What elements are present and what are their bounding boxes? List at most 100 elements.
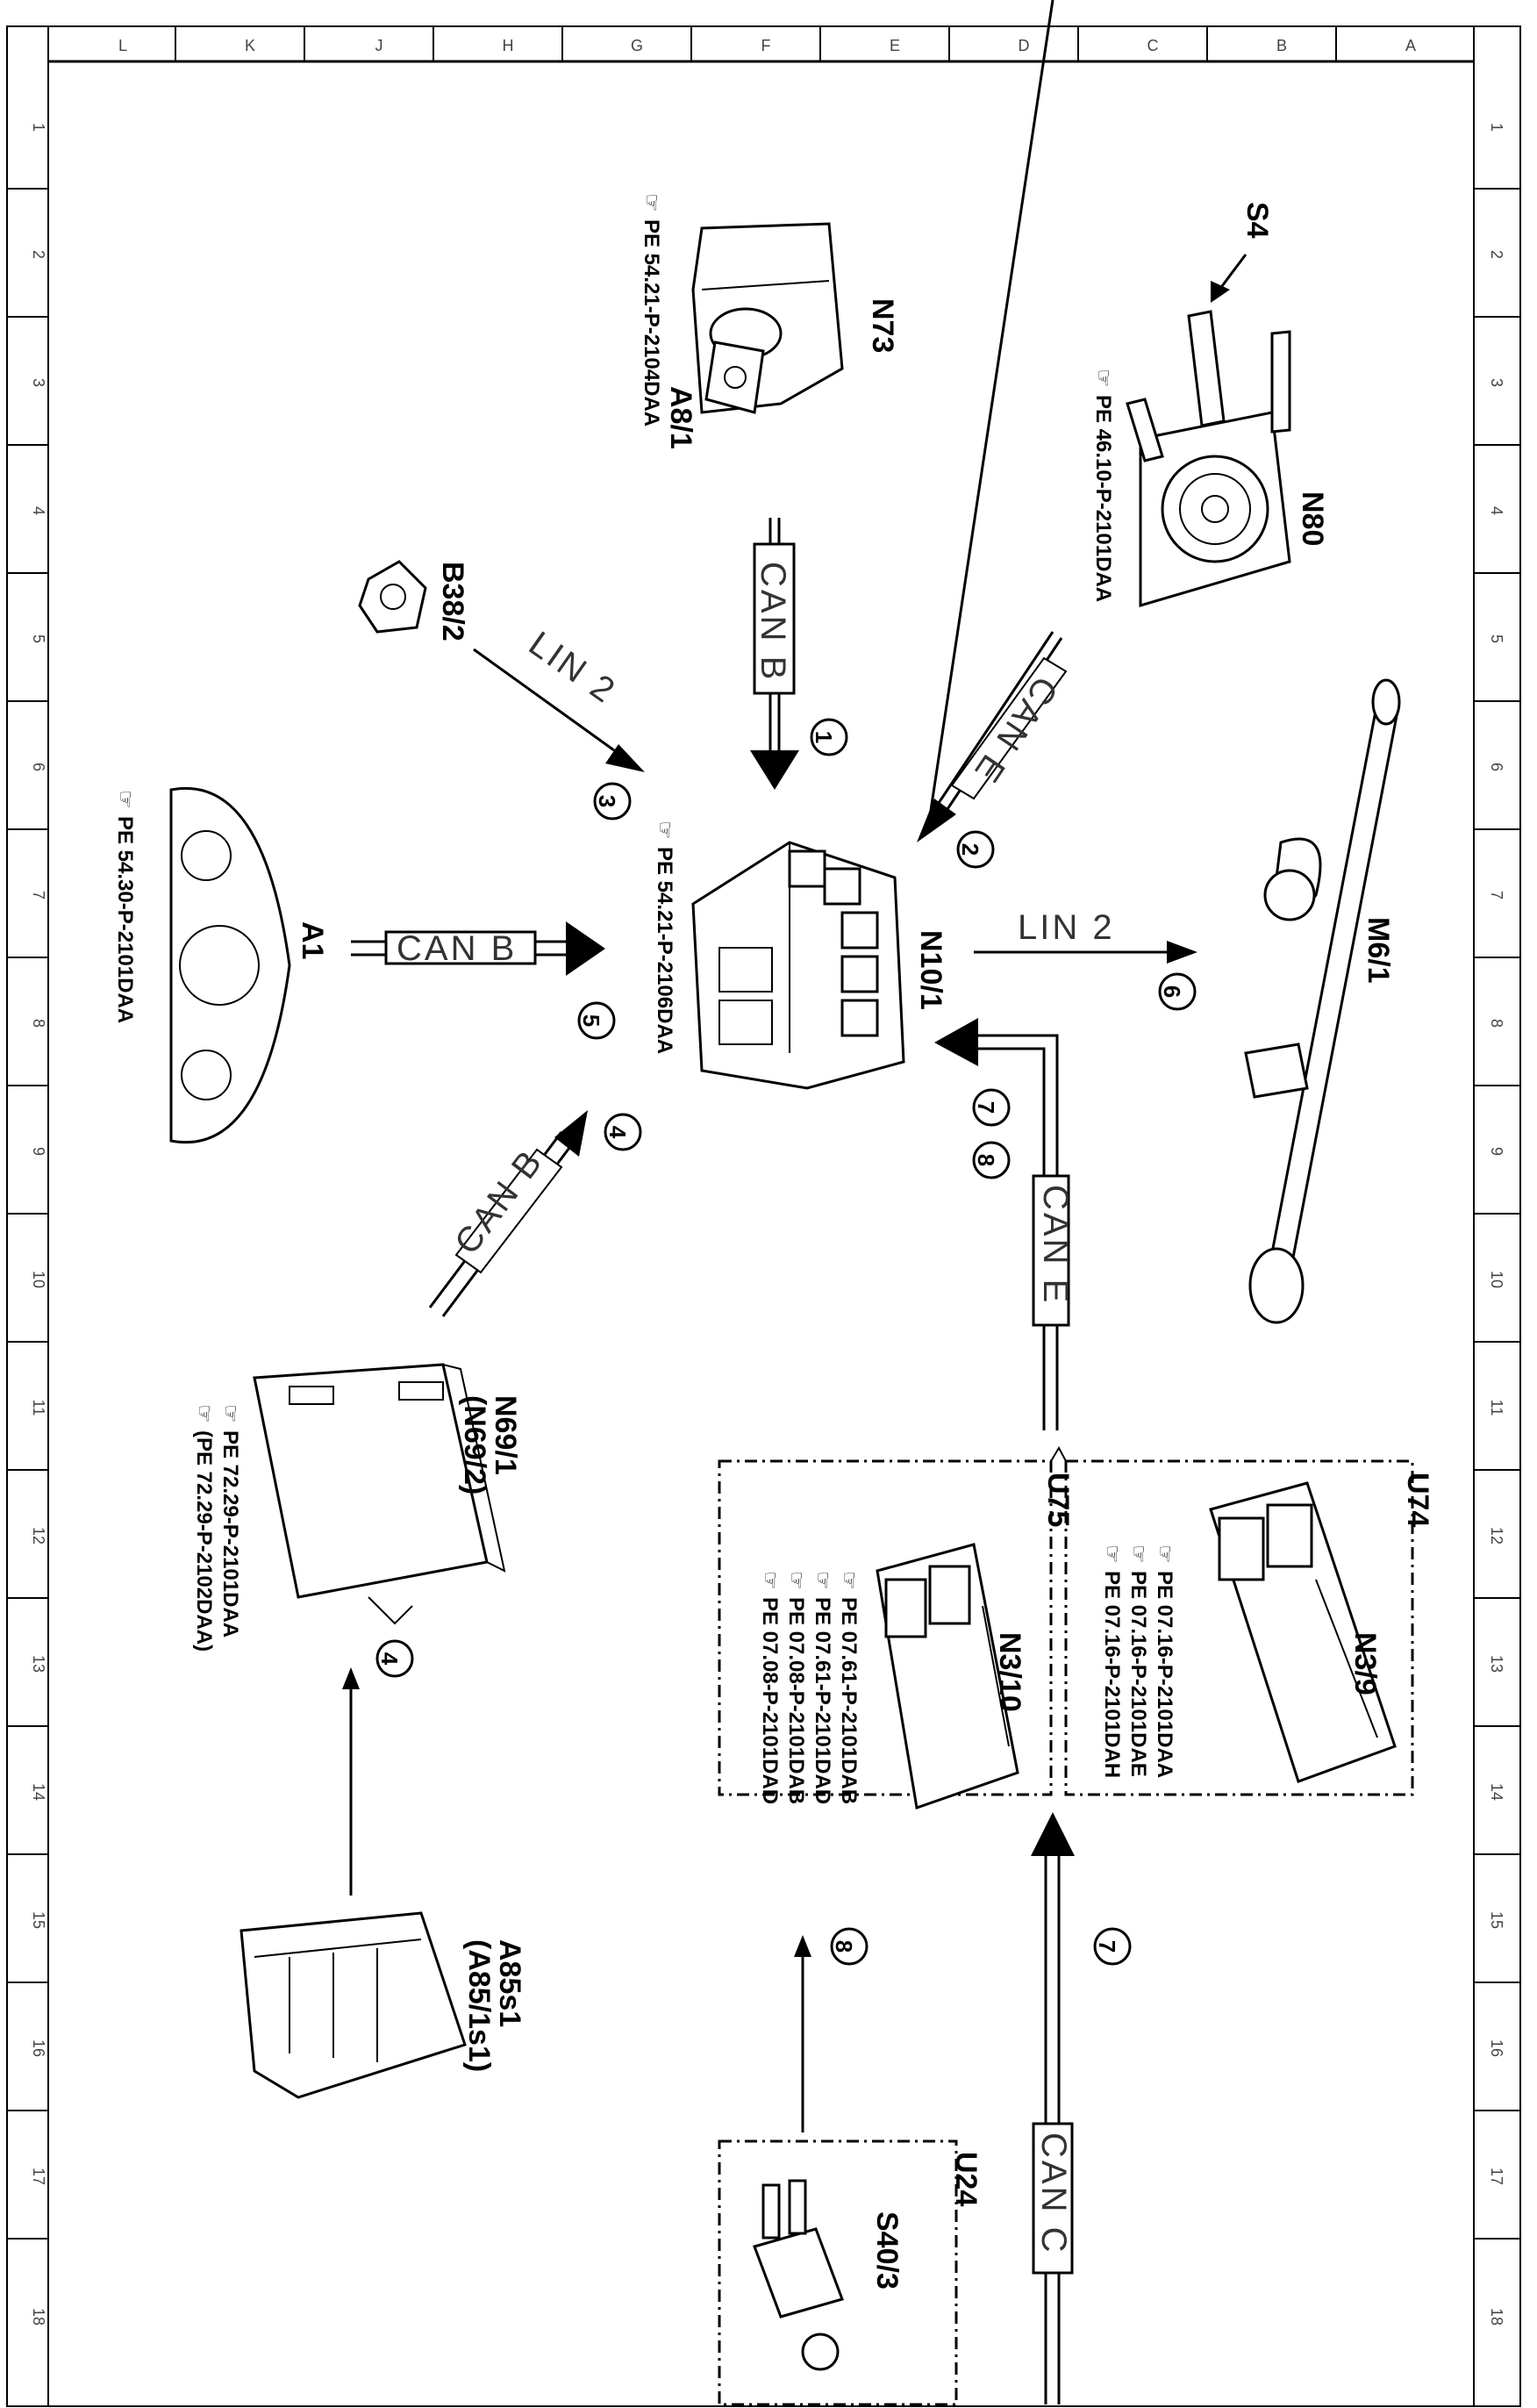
grid-row-17-left: 17	[30, 2168, 47, 2185]
grid-row-16-right: 16	[1488, 2039, 1505, 2057]
grid-row-6-right: 6	[1488, 763, 1505, 771]
s4-pointer	[1218, 254, 1247, 290]
u74-reference-2: PE 07.16-P-2101DAE	[1126, 1571, 1150, 1777]
grid-row-15-left: 15	[30, 1911, 47, 1929]
a85-1s1-label: (A85/1s1)	[462, 1939, 496, 2072]
marker-4-bottom: 4	[375, 1639, 414, 1678]
n80-label: N80	[1296, 491, 1329, 546]
m6-1-wiper-motor-icon	[1244, 678, 1401, 1324]
a1-reference: ☞ PE 54.30-P-2101DAA	[113, 790, 137, 1023]
bus-can-b-n69: CAN B	[428, 1110, 588, 1317]
hand-icon: ☞	[1091, 369, 1115, 388]
hand-icon: ☞	[1100, 1544, 1124, 1564]
grid-col-c: C	[1147, 37, 1159, 54]
marker-5-text: 5	[578, 1014, 604, 1027]
a1-label: A1	[296, 921, 329, 959]
grid-row-14-left: 14	[30, 1783, 47, 1801]
grid-row-14-right: 14	[1488, 1783, 1505, 1801]
s40-3-label: S40/3	[870, 2211, 904, 2290]
bus-can-b-n73: CAN B	[750, 518, 799, 790]
grid-row-7-right: 7	[1488, 891, 1505, 899]
n69-2-label: (N69/2)	[458, 1395, 491, 1494]
group-joint	[1050, 1445, 1067, 1462]
u75-reference-3: PE 07.08-P-2101DAB	[784, 1597, 808, 1804]
hand-icon: ☞	[653, 821, 676, 840]
hand-icon: ☞	[784, 1571, 808, 1590]
u74-group	[1064, 1459, 1414, 1796]
lin-2-label-right: LIN 2	[1018, 908, 1115, 947]
n10-1-reference-text: PE 54.21-P-2106DAA	[653, 847, 676, 1054]
lin-2-label-left: LIN 2	[522, 624, 624, 711]
grid-col-k: K	[245, 37, 255, 54]
n10-1-reference: ☞ PE 54.21-P-2106DAA	[653, 821, 676, 1054]
u75-group	[718, 1459, 1053, 1796]
signal-a85-to-n69	[342, 1667, 360, 1896]
n73-ignition-switch-icon	[691, 222, 844, 414]
grid-row-10-left: 10	[30, 1271, 47, 1288]
grid-row-12-left: 12	[30, 1527, 47, 1544]
n3-9-label: N3/9	[1348, 1632, 1382, 1695]
grid-row-1-right: 1	[1488, 123, 1505, 132]
m6-1-label: M6/1	[1362, 917, 1395, 984]
grid-row-18-right: 18	[1488, 2308, 1505, 2326]
u74-label: U74	[1401, 1473, 1434, 1527]
u74-references: ☞ PE 07.16-P-2101DAA ☞ PE 07.16-P-2101DA…	[1100, 1544, 1176, 1778]
grid-row-2-left: 2	[30, 250, 47, 259]
marker-2: 2	[956, 830, 995, 869]
grid-columns: L K J H G F E D C B A	[118, 26, 1416, 61]
u75-reference-2: PE 07.61-P-2101DAD	[811, 1597, 834, 1804]
n69-1-label: N69/1	[489, 1395, 522, 1475]
hand-icon: ☞	[218, 1404, 242, 1423]
can-b-label-a1: CAN B	[397, 929, 517, 968]
signal-s40-to-u75	[794, 1935, 811, 2132]
marker-7-bottom: 7	[1093, 1927, 1132, 1966]
marker-1: 1	[810, 718, 848, 756]
can-c-label: CAN C	[1034, 2132, 1073, 2254]
a8-1-label: A8/1	[664, 386, 697, 449]
a1-reference-text: PE 54.30-P-2101DAA	[113, 816, 137, 1023]
grid-col-d: D	[1019, 37, 1030, 54]
grid-row-16-left: 16	[30, 2039, 47, 2057]
grid-row-7-left: 7	[30, 891, 47, 899]
grid-col-e: E	[890, 37, 900, 54]
grid-col-h: H	[503, 37, 514, 54]
grid-row-9-left: 9	[30, 1147, 47, 1156]
grid-col-l: L	[118, 37, 127, 54]
grid-col-g: G	[631, 37, 643, 54]
grid-row-2-right: 2	[1488, 250, 1505, 259]
s40-3-switch-icon	[753, 2179, 844, 2371]
grid-row-5-right: 5	[1488, 634, 1505, 643]
marker-7-top-text: 7	[973, 1101, 999, 1114]
grid-row-8-left: 8	[30, 1019, 47, 1028]
grid-row-1-left: 1	[30, 123, 47, 132]
a85s1-switch-icon	[239, 1911, 467, 2099]
grid-row-3-left: 3	[30, 378, 47, 387]
grid-row-17-right: 17	[1488, 2168, 1505, 2185]
u74-reference-1: PE 07.16-P-2101DAA	[1153, 1571, 1176, 1778]
n73-reference: ☞ PE 54.21-P-2104DAA	[640, 193, 663, 426]
hand-icon: ☞	[811, 1571, 834, 1590]
a85s1-label: A85s1	[493, 1939, 526, 2027]
n69-1-door-module-icon	[253, 1363, 506, 1625]
marker-1-text: 1	[811, 731, 837, 743]
s4-label: S4	[1240, 202, 1274, 239]
bus-can-e-n80: CAN E	[917, 0, 1068, 842]
n3-10-engine-control-icon	[876, 1543, 1019, 1810]
hand-icon: ☞	[640, 193, 663, 212]
n73-reference-text: PE 54.21-P-2104DAA	[640, 219, 663, 426]
u75-references: ☞ PE 07.61-P-2101DAB ☞ PE 07.61-P-2101DA…	[758, 1571, 861, 1804]
n69-reference-text-a: PE 72.29-P-2101DAA	[218, 1430, 242, 1638]
grid-row-6-left: 6	[30, 763, 47, 771]
u75-reference-1: PE 07.61-P-2101DAB	[837, 1597, 861, 1804]
grid-rows: 1 2 3 4 5 6 7 8 9 10 11 12 13 14 15 16 1…	[7, 123, 1520, 2326]
drawing-frame	[6, 25, 1521, 2407]
u74-reference-3: PE 07.16-P-2101DAH	[1100, 1571, 1124, 1778]
grid-row-8-right: 8	[1488, 1019, 1505, 1028]
bus-can-e-engine: CAN E	[934, 1018, 1075, 1430]
grid-col-b: B	[1276, 37, 1287, 54]
n69-reference-text-b: (PE 72.29-P-2102DAA)	[192, 1430, 216, 1652]
b38-2-label: B38/2	[436, 562, 469, 641]
a1-instrument-cluster-icon	[169, 787, 291, 1143]
marker-7-top: 7	[972, 1088, 1011, 1127]
grid-row-18-left: 18	[30, 2308, 47, 2326]
